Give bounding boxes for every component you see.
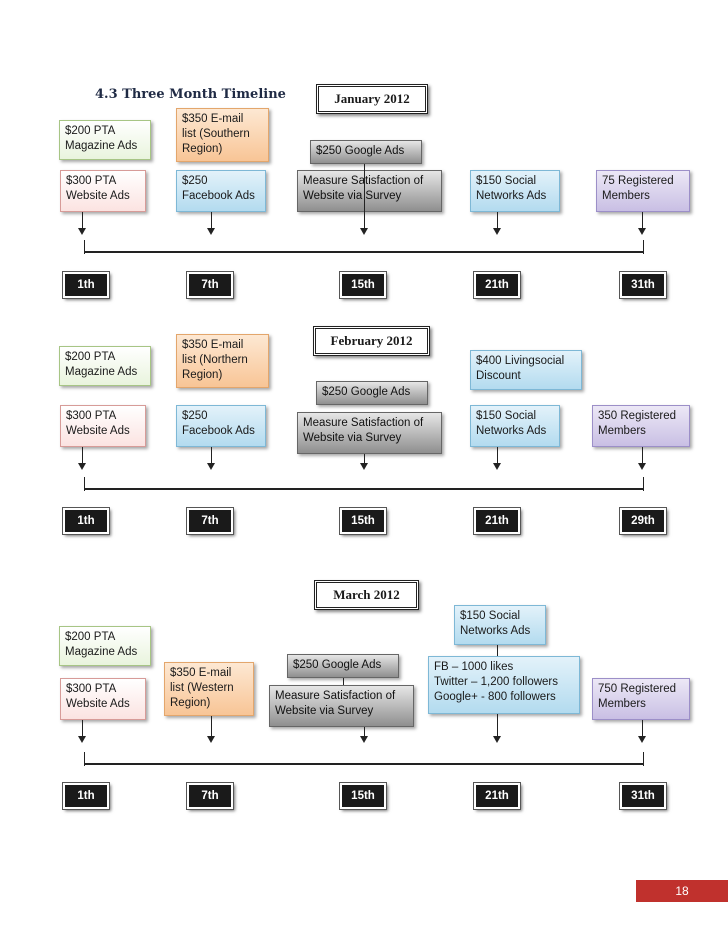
- arrow-icon: [207, 463, 215, 470]
- timeline-tick: [643, 752, 644, 766]
- arrow-icon: [78, 228, 86, 235]
- timeline-tick: [643, 477, 644, 491]
- google-ads-box: $250 Google Ads: [287, 654, 399, 678]
- connector: [497, 714, 498, 738]
- arrow-icon: [638, 736, 646, 743]
- pta-website-box: $300 PTA Website Ads: [60, 170, 146, 212]
- email-list-box: $350 E-mail list (Western Region): [164, 662, 254, 716]
- timeline-line: [84, 251, 644, 253]
- livingsocial-box: $400 Livingsocial Discount: [470, 350, 582, 390]
- connector: [82, 212, 83, 230]
- survey-box: Measure Satisfaction of Website via Surv…: [297, 412, 442, 454]
- connector: [364, 164, 365, 230]
- day-marker: 1th: [62, 782, 110, 810]
- pta-magazine-box: $200 PTA Magazine Ads: [59, 120, 151, 160]
- social-networks-box: $150 Social Networks Ads: [470, 405, 560, 447]
- timeline-tick: [643, 240, 644, 254]
- arrow-icon: [360, 228, 368, 235]
- connector: [343, 678, 344, 685]
- connector: [497, 447, 498, 465]
- day-marker: 21th: [473, 271, 521, 299]
- arrow-icon: [78, 736, 86, 743]
- connector: [211, 212, 212, 230]
- month-title-january: January 2012: [316, 84, 428, 114]
- timeline-tick: [84, 477, 85, 491]
- day-marker: 7th: [186, 782, 234, 810]
- day-marker: 7th: [186, 507, 234, 535]
- arrow-icon: [638, 463, 646, 470]
- pta-website-box: $300 PTA Website Ads: [60, 405, 146, 447]
- survey-box: Measure Satisfaction of Website via Surv…: [269, 685, 414, 727]
- day-marker: 21th: [473, 507, 521, 535]
- connector: [642, 447, 643, 465]
- timeline-line: [84, 488, 644, 490]
- month-title-march: March 2012: [314, 580, 419, 610]
- day-marker: 15th: [339, 271, 387, 299]
- arrow-icon: [493, 228, 501, 235]
- timeline-line: [84, 763, 644, 765]
- connector: [497, 212, 498, 230]
- day-marker: 31th: [619, 271, 667, 299]
- connector: [642, 212, 643, 230]
- month-title-february: February 2012: [313, 326, 430, 356]
- arrow-icon: [638, 228, 646, 235]
- timeline-tick: [84, 752, 85, 766]
- email-list-box: $350 E-mail list (Northern Region): [176, 334, 269, 388]
- email-list-box: $350 E-mail list (Southern Region): [176, 108, 269, 162]
- page-number: 18: [636, 880, 728, 902]
- connector: [211, 716, 212, 738]
- arrow-icon: [207, 736, 215, 743]
- pta-magazine-box: $200 PTA Magazine Ads: [59, 346, 151, 386]
- registered-members-box: 75 Registered Members: [596, 170, 690, 212]
- day-marker: 15th: [339, 782, 387, 810]
- social-followers-box: FB – 1000 likes Twitter – 1,200 follower…: [428, 656, 580, 714]
- google-ads-box: $250 Google Ads: [310, 140, 422, 164]
- arrow-icon: [493, 736, 501, 743]
- facebook-ads-box: $250 Facebook Ads: [176, 405, 266, 447]
- connector: [364, 454, 365, 465]
- social-networks-box: $150 Social Networks Ads: [470, 170, 560, 212]
- social-networks-box: $150 Social Networks Ads: [454, 605, 546, 645]
- pta-magazine-box: $200 PTA Magazine Ads: [59, 626, 151, 666]
- google-ads-box: $250 Google Ads: [316, 381, 428, 405]
- day-marker: 21th: [473, 782, 521, 810]
- arrow-icon: [360, 463, 368, 470]
- arrow-icon: [493, 463, 501, 470]
- survey-box: Measure Satisfaction of Website via Surv…: [297, 170, 442, 212]
- day-marker: 15th: [339, 507, 387, 535]
- timeline-tick: [84, 240, 85, 254]
- section-heading: 4.3 Three Month Timeline: [95, 87, 286, 102]
- pta-website-box: $300 PTA Website Ads: [60, 678, 146, 720]
- registered-members-box: 350 Registered Members: [592, 405, 690, 447]
- arrow-icon: [207, 228, 215, 235]
- day-marker: 1th: [62, 507, 110, 535]
- day-marker: 31th: [619, 782, 667, 810]
- arrow-icon: [78, 463, 86, 470]
- connector: [82, 447, 83, 465]
- day-marker: 29th: [619, 507, 667, 535]
- arrow-icon: [360, 736, 368, 743]
- day-marker: 7th: [186, 271, 234, 299]
- connector: [497, 645, 498, 656]
- connector: [642, 720, 643, 738]
- connector: [364, 727, 365, 738]
- connector: [211, 447, 212, 465]
- registered-members-box: 750 Registered Members: [592, 678, 690, 720]
- facebook-ads-box: $250 Facebook Ads: [176, 170, 266, 212]
- day-marker: 1th: [62, 271, 110, 299]
- connector: [82, 720, 83, 738]
